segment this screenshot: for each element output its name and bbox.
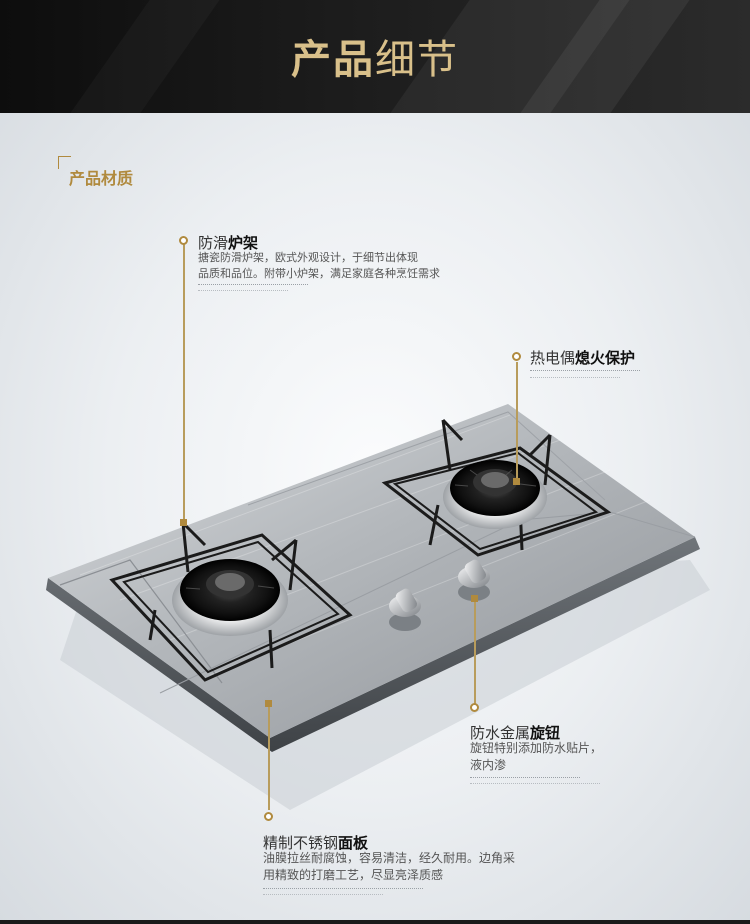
- marker-panel-start: [265, 700, 272, 707]
- marker-knob: [470, 703, 479, 712]
- fine-print-line: [198, 284, 308, 287]
- marker-thermocouple-end: [513, 478, 520, 485]
- callout-title-thermocouple: 热电偶熄火保护: [530, 349, 636, 367]
- marker-panel: [264, 812, 273, 821]
- page-title-bold: 产品: [291, 37, 375, 83]
- callout-desc-burner-rack: 搪瓷防滑炉架，欧式外观设计，于细节出体现 品质和品位。附带小炉架，满足家庭各种烹…: [198, 251, 440, 280]
- section-label: 产品材质: [69, 169, 134, 188]
- callout-desc-knob: 旋钮特别添加防水贴片， 液内渗: [470, 741, 603, 772]
- fine-print-line: [470, 783, 600, 786]
- callout-title-burner-rack: 防滑炉架: [198, 234, 259, 252]
- fine-print-line: [263, 888, 423, 891]
- page-title: 产品细节: [0, 27, 750, 85]
- section-corner-mark: [58, 156, 71, 169]
- bottom-strip: [0, 920, 750, 924]
- leader-line-burner-rack: [183, 244, 185, 522]
- marker-knob-start: [471, 595, 478, 602]
- leader-line-thermocouple: [516, 362, 518, 482]
- marker-burner-rack-end: [180, 519, 187, 526]
- callout-title-knob: 防水金属旋钮: [470, 724, 561, 742]
- fine-print-line: [263, 894, 383, 897]
- page-header: 产品细节: [0, 0, 750, 113]
- fine-print-line: [198, 290, 288, 293]
- marker-thermocouple: [512, 352, 521, 361]
- fine-print-line: [530, 377, 620, 380]
- page-title-light: 细节: [375, 37, 459, 83]
- leader-line-panel: [268, 700, 270, 810]
- fine-print-line: [530, 370, 640, 373]
- marker-burner-rack: [179, 236, 188, 245]
- leader-line-knob: [474, 595, 476, 705]
- callout-desc-panel: 油膜拉丝耐腐蚀，容易清洁，经久耐用。边角采 用精致的打磨工艺，尽显亮泽质感: [263, 851, 516, 882]
- callout-title-panel: 精制不锈钢面板: [263, 834, 369, 852]
- fine-print-line: [470, 777, 580, 780]
